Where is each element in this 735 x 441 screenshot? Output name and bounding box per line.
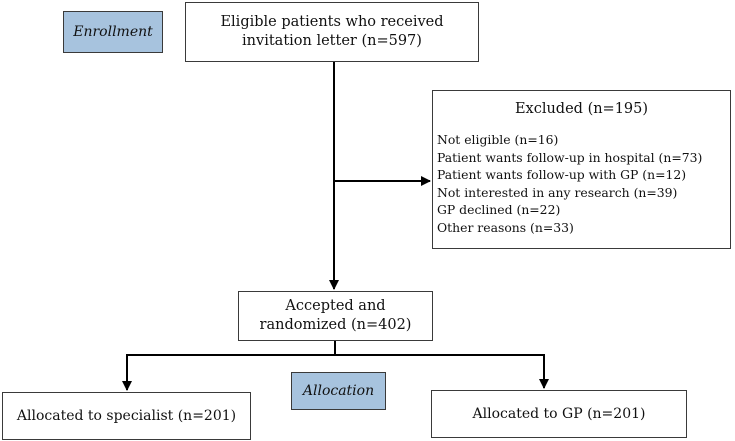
enrollment-stage-label: Enrollment — [63, 11, 163, 53]
allocation-label: Allocation — [302, 383, 375, 399]
specialist-arm-box: Allocated to specialist (n=201) — [2, 392, 251, 440]
enrollment-label: Enrollment — [73, 24, 153, 40]
excluded-title: Excluded (n=195) — [514, 101, 649, 117]
excluded-reason: Not eligible (n=16) — [437, 132, 559, 147]
excluded-box: Excluded (n=195) Not eligible (n=16) Pat… — [432, 90, 731, 249]
accepted-randomized-box: Accepted and randomized (n=402) — [238, 291, 433, 341]
accepted-line-1: Accepted and — [285, 298, 386, 314]
gp-arm-box: Allocated to GP (n=201) — [431, 390, 687, 438]
excluded-reason: GP declined (n=22) — [437, 202, 561, 218]
allocation-stage-label: Allocation — [291, 372, 386, 410]
gp-arm-label: Allocated to GP (n=201) — [472, 405, 646, 422]
excluded-reason: Patient wants follow-up in hospital (n=7… — [437, 149, 703, 165]
eligible-patients-box: Eligible patients who received invitatio… — [185, 2, 479, 62]
excluded-reason: Other reasons (n=33) — [437, 219, 574, 235]
excluded-reason: Not interested in any research (n=39) — [437, 184, 678, 200]
specialist-arm-label: Allocated to specialist (n=201) — [16, 407, 237, 424]
eligible-line-2: invitation letter (n=597) — [242, 33, 422, 49]
excluded-reason: Patient wants follow-up with GP (n=12) — [437, 167, 687, 183]
accepted-line-2: randomized (n=402) — [259, 317, 412, 333]
eligible-line-1: Eligible patients who received — [220, 14, 444, 30]
